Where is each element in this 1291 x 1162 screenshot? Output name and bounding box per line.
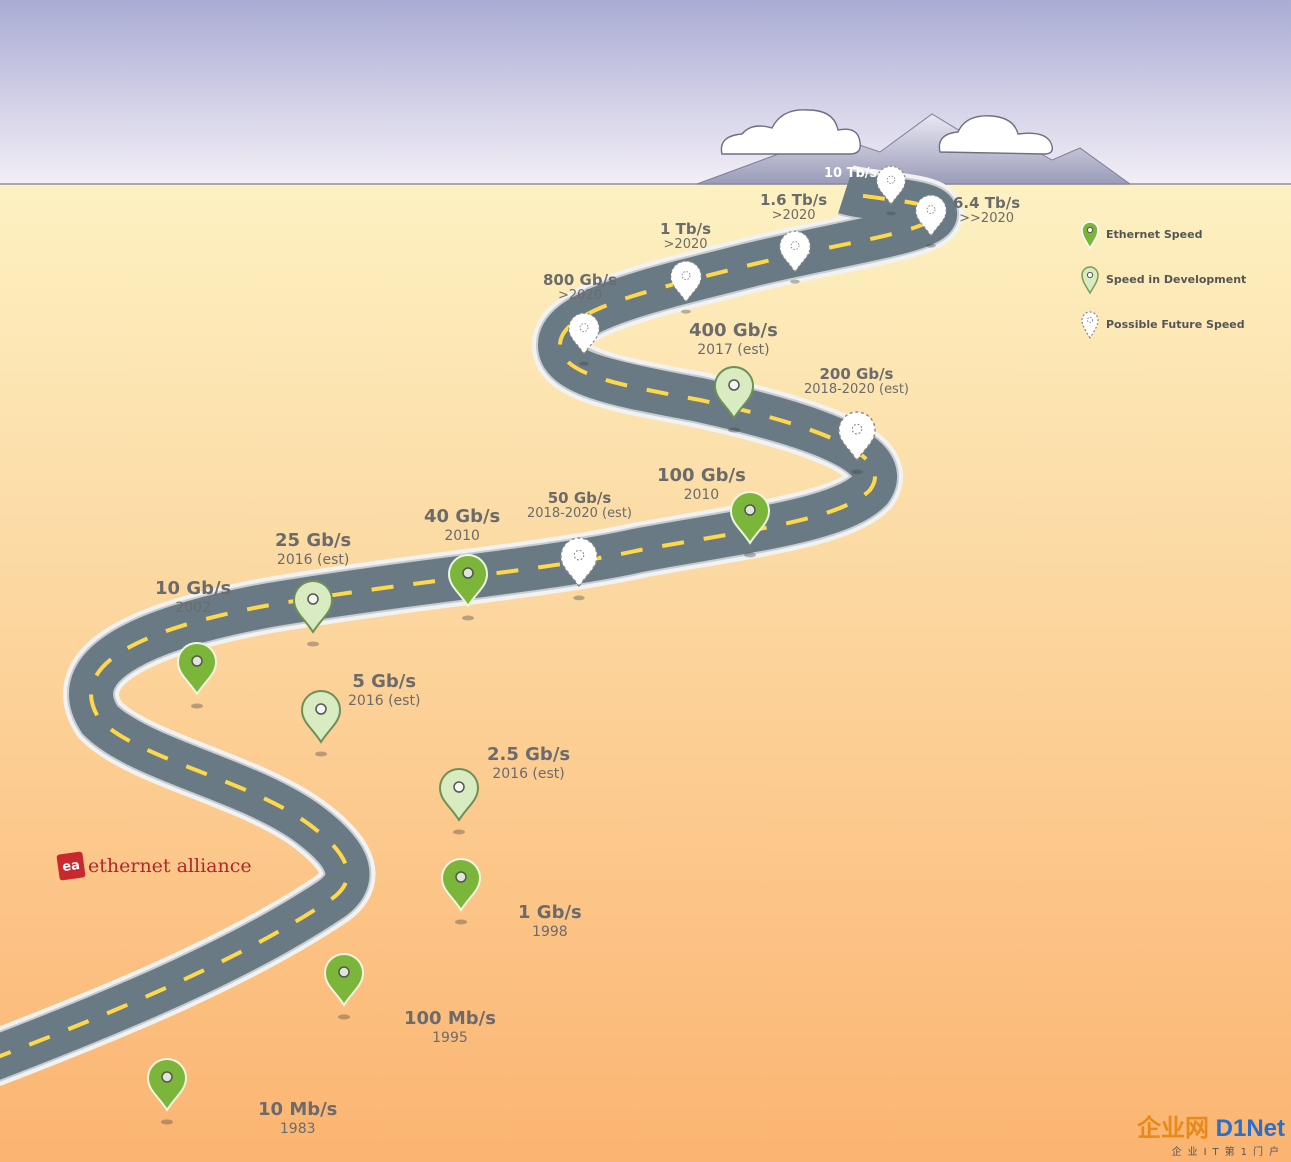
milestone-pins (146, 165, 947, 1125)
development-pin-icon (1081, 265, 1099, 294)
legend-label: Possible Future Speed (1106, 318, 1245, 331)
watermark: 企业网 D1Net 企业IT第1门户 (1137, 1108, 1285, 1158)
watermark-brand-cn: 企业网 (1136, 1115, 1209, 1142)
legend-item-ethernet: Ethernet Speed (1080, 212, 1246, 257)
future-pin-icon (1081, 310, 1099, 339)
milestone-label: 1 Tb/s>2020 (660, 220, 712, 253)
ethernet-alliance-logo: ea ethernet alliance (56, 851, 252, 881)
legend-item-development: Speed in Development (1080, 257, 1246, 302)
future-pin-icon (915, 194, 947, 248)
milestone-label: 800 Gb/s>2020 (543, 271, 617, 304)
ethernet-pin-icon (176, 642, 218, 709)
development-pin-icon (713, 366, 755, 433)
future-pin-icon (670, 260, 702, 314)
legend-label: Speed in Development (1106, 273, 1247, 286)
ground (0, 184, 1291, 1162)
ethernet-pin-icon (323, 953, 365, 1020)
development-pin-icon (300, 690, 342, 757)
future-pin-icon (876, 165, 906, 216)
ethernet-pin-icon (447, 554, 489, 621)
milestone-label: 6.4 Tb/s>>2020 (953, 194, 1021, 227)
future-pin-icon (779, 230, 811, 284)
watermark-brand-en: D1Net (1215, 1115, 1285, 1142)
ethernet-pin-icon (146, 1058, 188, 1125)
legend-item-future: Possible Future Speed (1080, 302, 1246, 347)
future-pin-icon (838, 411, 876, 475)
ea-logo-mark: ea (56, 851, 86, 881)
milestone-label: 10 Tb/s (824, 166, 878, 181)
legend: Ethernet Speed Speed in Development Poss… (1080, 212, 1246, 347)
future-pin-icon (568, 312, 600, 366)
milestone-label: 1.6 Tb/s>2020 (760, 191, 828, 224)
future-pin-icon (560, 537, 598, 601)
development-pin-icon (438, 768, 480, 835)
ethernet-pin-icon (440, 858, 482, 925)
watermark-sub: 企业IT第1门户 (1171, 1147, 1285, 1158)
sky (0, 0, 1291, 184)
ethernet-pin-icon (1081, 220, 1099, 249)
legend-label: Ethernet Speed (1106, 228, 1203, 241)
clouds (720, 109, 1054, 155)
development-pin-icon (292, 580, 334, 647)
logo-name: ethernet alliance (88, 855, 252, 877)
ethernet-pin-icon (729, 491, 771, 558)
road-center-dashes (0, 190, 937, 1059)
